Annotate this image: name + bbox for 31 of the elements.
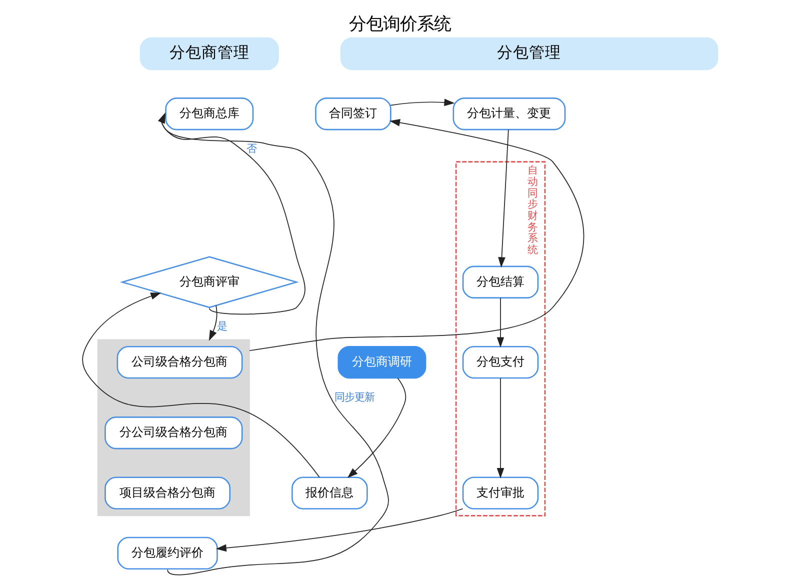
node-box: 项目级合格分包商: [104, 476, 230, 510]
edge-label: 是: [217, 320, 228, 333]
node-box: 分包管理: [340, 37, 718, 70]
arrow: [498, 129, 509, 268]
arrow: [347, 378, 406, 478]
edge-label: 同步更新: [334, 391, 374, 404]
node-box: 分包履约评价: [117, 536, 218, 570]
node-box: 分包商调研: [338, 346, 426, 379]
arrow: [158, 112, 389, 576]
node-box: 支付审批: [462, 476, 539, 510]
arrow: [82, 292, 320, 478]
arrow: [216, 508, 464, 552]
node-box: 分包结算: [462, 266, 539, 298]
arrow: [496, 378, 504, 479]
node-box: 分包商管理: [140, 37, 279, 70]
arrow: [496, 298, 504, 348]
edge-label: 否: [246, 142, 257, 155]
arrow: [158, 112, 306, 315]
arrow: [208, 305, 218, 341]
arrow: [390, 98, 455, 106]
node-box: 公司级合格分包商: [116, 346, 243, 379]
arrow: [249, 119, 584, 352]
diagram-title: 分包询价系统: [349, 14, 451, 34]
node-box: 分包支付: [462, 346, 539, 379]
node-box: 合同签订: [315, 98, 392, 130]
node-box: 报价信息: [292, 476, 368, 510]
node-diamond: 分包商评审: [120, 256, 299, 308]
node-box: 分包计量、变更: [452, 98, 566, 130]
node-box: 分包商总库: [165, 98, 254, 130]
node-box: 分公司级合格分包商: [104, 416, 243, 450]
cluster: [97, 339, 250, 516]
